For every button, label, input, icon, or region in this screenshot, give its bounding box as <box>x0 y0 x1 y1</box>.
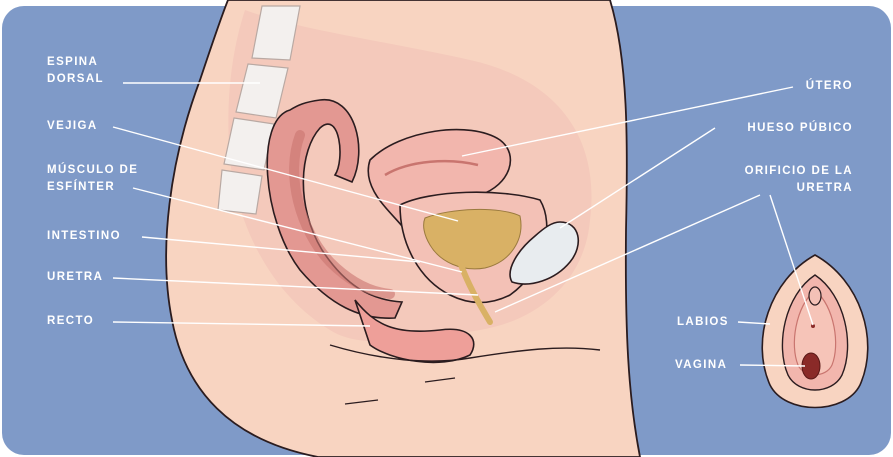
label-musculo-line1: MÚSCULO DE <box>47 162 138 179</box>
label-utero: ÚTERO <box>806 78 853 95</box>
label-musculo-esfinter: MÚSCULO DE ESFÍNTER <box>47 162 138 196</box>
label-orificio-line1: ORIFICIO DE LA <box>745 163 853 180</box>
label-musculo-line2: ESFÍNTER <box>47 179 138 196</box>
label-uretra: URETRA <box>47 269 103 286</box>
label-hueso-pubico: HUESO PÚBICO <box>747 120 853 137</box>
label-intestino: INTESTINO <box>47 228 121 245</box>
label-vagina: VAGINA <box>675 357 727 374</box>
label-orificio-uretra: ORIFICIO DE LA URETRA <box>745 163 853 197</box>
label-recto: RECTO <box>47 313 94 330</box>
label-espina-dorsal: ESPINA DORSAL <box>47 54 104 88</box>
label-espina-line2: DORSAL <box>47 71 104 88</box>
label-espina-line1: ESPINA <box>47 54 104 71</box>
label-vejiga: VEJIGA <box>47 118 98 135</box>
label-orificio-line2: URETRA <box>745 180 853 197</box>
label-labios: LABIOS <box>677 314 729 331</box>
